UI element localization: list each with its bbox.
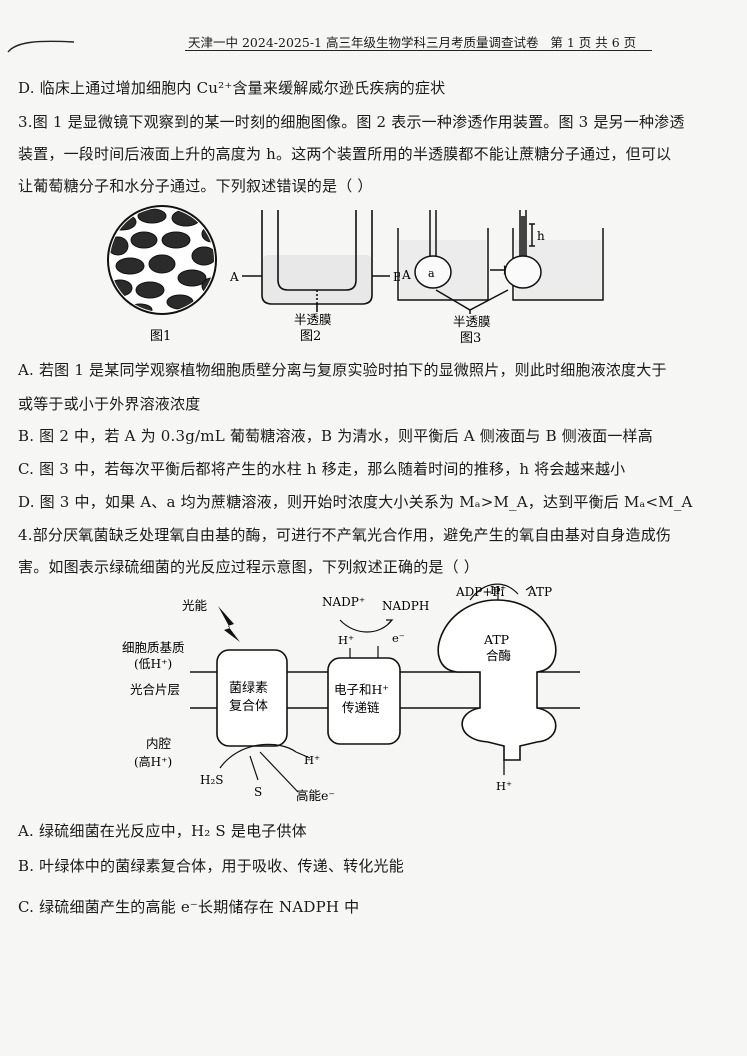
high-energy-electron-label: 高能e⁻ [296,788,335,803]
q4-stem-line2: 害。如图表示绿硫细菌的光反应过程示意图，下列叙述正确的是（ ） [18,558,479,576]
q3-option-d: D. 图 3 中，如果 A、a 均为蔗糖溶液，则开始时浓度大小关系为 Mₐ>M_… [18,493,693,511]
chain-label-1: 电子和H⁺ [334,682,389,697]
q4-stem-line1: 4.部分厌氧菌缺乏处理氧自由基的酶，可进行不产氧光合作用，避免产生的氧自由基对自… [18,526,672,544]
stroma-label: 细胞质基质 [122,640,185,655]
osmosis-figures: 图1 A B 半透膜 图2 A a h 半透膜 图3 [107,205,604,346]
figure2-label: 图2 [300,329,321,344]
h-plus-bottom-label: H⁺ [496,779,512,793]
lightning-icon [218,606,240,642]
h-plus-lumen-label: H⁺ [304,753,320,767]
h-plus-top-label: H⁺ [338,633,354,647]
q3-stem-line3: 让葡萄糖分子和水分子通过。下列叙述错误的是（ ） [18,177,373,195]
pen-mark [7,40,75,53]
complex-label-2: 复合体 [229,699,268,714]
header-rule [185,50,652,51]
figure3-beakers [397,210,604,314]
chain-label-2: 传递链 [342,700,380,715]
header-title: 天津一中 2024-2025-1 高三年级生物学科三月考质量调查试卷 第 1 页… [188,35,637,50]
figure2-u-tube [242,210,390,312]
complex-label-1: 菌绿素 [229,681,268,696]
lamella-label: 光合片层 [130,682,180,697]
q3-option-c: C. 图 3 中，若每次平衡后都将产生的水柱 h 移走，那么随着时间的推移，h … [18,460,626,478]
figure1-label: 图1 [150,329,171,344]
figure3-label: 图3 [460,331,481,346]
q3-option-b: B. 图 2 中，若 A 为 0.3g/mL 葡萄糖溶液，B 为清水，则平衡后 … [18,427,653,445]
q3-option-a-line1: A. 若图 1 是某同学观察植物细胞质壁分离与复原实验时拍下的显微照片，则此时细… [18,361,667,379]
stroma-ph-label: (低H⁺) [134,657,172,671]
figure3-label-a-inner: a [428,267,435,280]
q4-option-b: B. 叶绿体中的菌绿素复合体，用于吸收、传递、转化光能 [18,857,404,875]
atp-out-label: ATP [527,585,552,599]
atp-synthase [437,599,557,761]
h2s-label: H₂S [200,773,224,787]
figure3-label-a-outer: A [401,268,411,282]
figure2-label-a: A [229,270,239,284]
figure1-micrograph [107,205,217,315]
q4-option-a: A. 绿硫细菌在光反应中，H₂ S 是电子供体 [18,822,307,840]
lumen-ph-label: (高H⁺) [134,754,172,769]
nadp-label: NADP⁺ [322,595,365,609]
electron-transport-chain [327,657,401,745]
sulfur-label: S [254,785,262,799]
figure3-membrane-label: 半透膜 [453,314,491,329]
lumen-label: 内腔 [146,736,171,751]
bacteriochlorophyll-complex [216,649,288,747]
figure3-label-h: h [537,229,545,243]
light-energy-label: 光能 [182,598,208,613]
q3-option-a-line2: 或等于或小于外界溶液浓度 [18,395,201,413]
atp-synthase-label-1: ATP [483,632,509,647]
q4-option-c: C. 绿硫细菌产生的高能 e⁻长期储存在 NADPH 中 [18,898,360,916]
page-number: 第 1 页 共 6 页 [550,35,637,50]
nadph-label: NADPH [382,599,429,613]
e-minus-label: e⁻ [392,631,405,645]
q3-stem-line2: 装置，一段时间后液面上升的高度为 h。这两个装置所用的半透膜都不能让蔗糖分子通过… [18,145,672,163]
adp-pi-label: ADP+Pi [455,585,504,599]
h-plus-atp-label: H⁺ [490,583,506,597]
photoreaction-diagram: 光能 细胞质基质 (低H⁺) 光合片层 内腔 (高H⁺) 菌绿素 复合体 电子和… [122,583,580,803]
q2-option-d: D. 临床上通过增加细胞内 Cu²⁺含量来缓解威尔逊氏疾病的症状 [18,79,446,97]
page-header: 天津一中 2024-2025-1 高三年级生物学科三月考质量调查试卷 第 1 页… [0,22,747,54]
q3-stem-line1: 3.图 1 是显微镜下观察到的某一时刻的细胞图像。图 2 表示一种渗透作用装置。… [18,113,685,131]
atp-synthase-label-2: 合酶 [486,648,511,663]
figure2-membrane-label: 半透膜 [294,312,332,327]
